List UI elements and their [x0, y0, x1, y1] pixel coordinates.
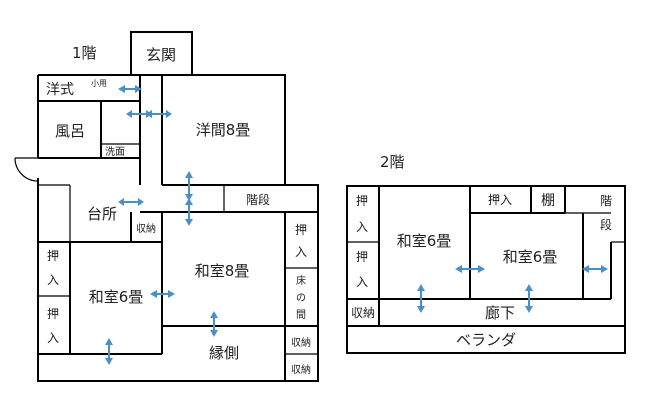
washitsu6-left-label: 和室6畳 — [397, 232, 452, 250]
yoma-label: 洋間8畳 — [196, 121, 251, 139]
tokonoma-label-3: 間 — [296, 309, 306, 321]
shuno-label: 収納 — [351, 306, 375, 320]
arrow-h — [150, 290, 175, 298]
yoshiki-label: 洋式 — [46, 82, 74, 98]
kaidan-label-2: 段 — [600, 217, 612, 232]
kaidan-label: 階段 — [246, 192, 270, 207]
arrow-v — [105, 338, 113, 365]
washitsu8-label: 和室8畳 — [195, 262, 250, 280]
floor1-heading: 1階 — [72, 44, 97, 62]
arrow-h — [118, 85, 142, 93]
kaidan-label-1: 階 — [600, 193, 612, 208]
oshiire-top-label: 押入 — [488, 193, 512, 207]
tokonoma-label-2: の — [296, 293, 306, 304]
door-swing — [14, 157, 39, 182]
oshiire-a-label-1: 押 — [356, 194, 368, 208]
veranda-label: ベランダ — [456, 331, 516, 349]
arrow-v — [525, 284, 533, 313]
roka-label: 廊下 — [485, 304, 515, 322]
koyo-label: 小用 — [91, 79, 107, 88]
shuno-a-label: 収納 — [291, 336, 311, 349]
oshiire-left-a-label-2: 入 — [47, 273, 59, 287]
arrow-v — [185, 198, 193, 226]
washitsu6-label: 和室6畳 — [89, 288, 144, 306]
oshiire-left-a-label-1: 押 — [47, 249, 59, 263]
tana-label: 棚 — [541, 193, 555, 209]
furo-label: 風呂 — [55, 122, 85, 140]
senmen-label: 洗面 — [105, 146, 125, 158]
oshiire-right-label-2: 入 — [295, 245, 307, 259]
arrow-h — [455, 265, 485, 273]
oshiire-left-b-label-1: 押 — [47, 307, 59, 321]
oshiire-a-label-2: 入 — [356, 220, 368, 234]
floor1-plan: 1階 玄関 洋式 小用 風呂 洗面 洋間8畳 — [14, 31, 319, 382]
engawa-label: 縁側 — [209, 344, 239, 362]
oshiire-b-label-2: 入 — [356, 275, 368, 289]
floor1-outer-wall — [37, 74, 319, 382]
genkan-label: 玄関 — [146, 46, 176, 64]
oshiire-left-b-label-2: 入 — [47, 331, 59, 345]
shuno-b-label: 収納 — [291, 363, 311, 376]
arrow-h — [146, 110, 172, 118]
tokonoma-label-1: 床 — [296, 274, 306, 287]
arrow-v — [210, 311, 218, 337]
arrow-h — [118, 198, 144, 206]
oshiire-b-label-1: 押 — [356, 250, 368, 264]
arrow-v — [417, 284, 425, 313]
shuno-kitchen-label: 収納 — [136, 222, 156, 235]
arrow-h — [582, 265, 608, 273]
floor2-plan: 2階 押 入 押 入 和室6畳 押入 棚 階 段 和室6畳 収納 廊下 ベランダ — [346, 153, 626, 354]
washitsu6-right-label: 和室6畳 — [503, 248, 558, 266]
arrow-v — [185, 171, 193, 201]
floor2-outer-wall — [346, 185, 626, 354]
oshiire-right-label-1: 押 — [295, 223, 307, 237]
daidokoro-label: 台所 — [87, 205, 117, 223]
floor2-heading: 2階 — [380, 153, 405, 171]
